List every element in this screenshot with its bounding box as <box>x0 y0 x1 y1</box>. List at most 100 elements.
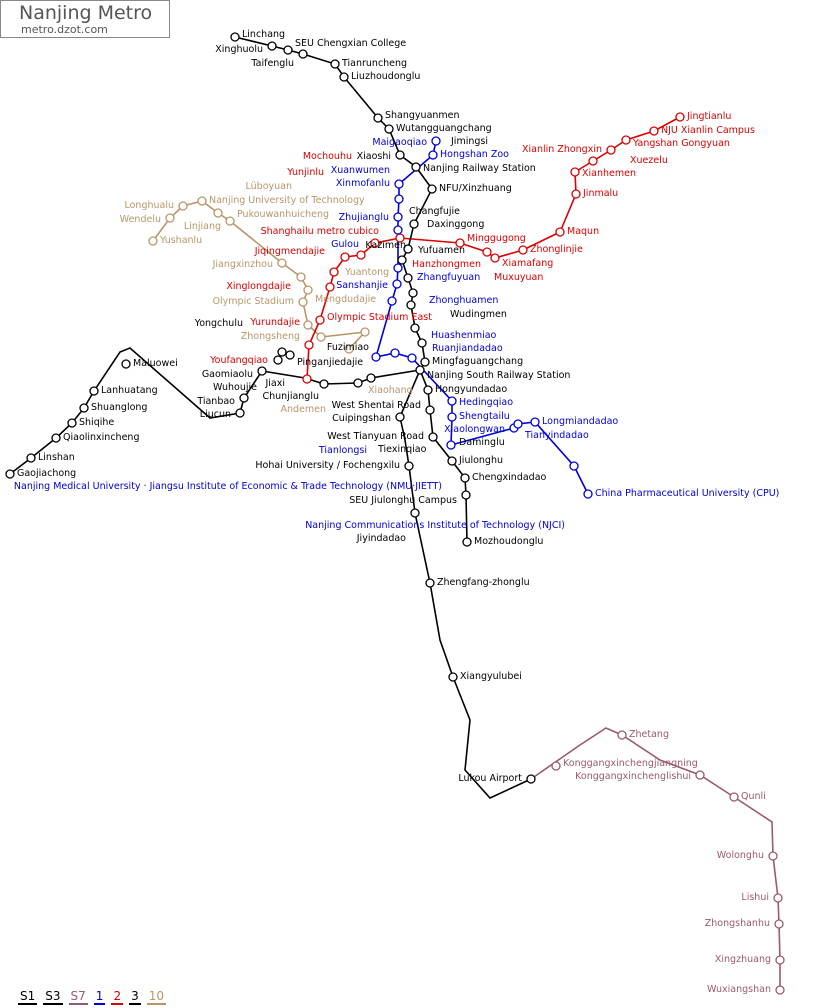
station-marker[interactable] <box>394 194 404 204</box>
station-label[interactable]: Huashenmiao <box>431 330 497 341</box>
station-label[interactable]: Yunjinlu <box>286 167 324 178</box>
station-marker[interactable] <box>371 352 381 362</box>
station-label[interactable]: Jiulonghu <box>458 455 503 466</box>
legend-line-1[interactable]: 1 <box>93 989 106 1005</box>
station-marker[interactable] <box>461 490 471 500</box>
station-marker[interactable] <box>319 379 329 389</box>
station-label[interactable]: Hohai University / Fochengxilu <box>255 460 400 471</box>
station-marker[interactable] <box>518 245 528 255</box>
station-label[interactable]: Nanjing Communications Institute of Tech… <box>305 520 565 531</box>
station-marker[interactable] <box>407 353 417 363</box>
station-marker[interactable] <box>428 150 438 160</box>
station-marker[interactable] <box>121 359 131 369</box>
station-marker[interactable] <box>617 730 627 740</box>
station-marker[interactable] <box>417 338 427 348</box>
station-label[interactable]: Fuzimiao <box>327 342 369 353</box>
station-marker[interactable] <box>526 774 536 784</box>
station-label[interactable]: Qiaolinxincheng <box>63 432 139 443</box>
station-label[interactable]: Zhengfang-zhonglu <box>437 577 530 588</box>
station-label[interactable]: Xingzhuang <box>715 954 771 965</box>
station-label[interactable]: SEU Jiulonghu Campus <box>349 495 457 506</box>
station-label[interactable]: Olympic Stadium <box>213 296 294 307</box>
station-label[interactable]: Hanzhongmen <box>412 259 481 270</box>
station-marker[interactable] <box>410 508 420 518</box>
station-label[interactable]: West Tianyuan Road <box>327 431 424 442</box>
station-marker[interactable] <box>360 327 370 337</box>
station-label[interactable]: Yufuamen <box>417 245 465 256</box>
station-marker[interactable] <box>230 32 240 42</box>
station-label[interactable]: Xiamafang <box>502 258 553 269</box>
station-marker[interactable] <box>490 253 500 263</box>
legend-line-s3[interactable]: S3 <box>43 989 63 1005</box>
station-marker[interactable] <box>406 300 416 310</box>
station-label[interactable]: Zhangfuyuan <box>417 272 480 283</box>
station-marker[interactable] <box>571 189 581 199</box>
station-label[interactable]: Chengxindadao <box>472 472 547 483</box>
station-label[interactable]: Yangshan Gongyuan <box>632 138 730 149</box>
station-label[interactable]: Jingtianlu <box>686 111 731 122</box>
legend-line-s7[interactable]: S7 <box>68 989 88 1005</box>
station-label[interactable]: Xiaolongwan <box>444 424 505 435</box>
station-label[interactable]: Xinglongdajie <box>226 281 291 292</box>
station-marker[interactable] <box>5 469 15 479</box>
station-label[interactable]: Tianlongsi <box>318 445 367 456</box>
station-label[interactable]: Taifenglu <box>250 58 294 69</box>
station-marker[interactable] <box>392 279 402 289</box>
station-marker[interactable] <box>403 244 413 254</box>
station-label[interactable]: Tianyindadao <box>524 430 589 441</box>
station-label[interactable]: Hongshan Zoo <box>440 149 509 160</box>
station-label[interactable]: Gulou <box>331 239 359 250</box>
station-marker[interactable] <box>403 273 413 283</box>
station-label[interactable]: Chunjianglu <box>262 391 319 402</box>
station-marker[interactable] <box>51 433 61 443</box>
station-label[interactable]: Changfujie <box>409 206 460 217</box>
station-marker[interactable] <box>330 59 340 69</box>
station-label[interactable]: Zhonghuamen <box>429 295 498 306</box>
station-label[interactable]: Hedingqiao <box>459 397 513 408</box>
station-label[interactable]: Youfangqiao <box>209 355 268 366</box>
station-marker[interactable] <box>79 403 89 413</box>
station-marker[interactable] <box>447 456 457 466</box>
station-marker[interactable] <box>304 340 314 350</box>
station-marker[interactable] <box>165 213 175 223</box>
station-label[interactable]: Xiaohang <box>368 385 413 396</box>
station-marker[interactable] <box>67 418 77 428</box>
station-label[interactable]: Jiaxi <box>264 378 285 389</box>
station-label[interactable]: Longhualu <box>124 200 174 211</box>
station-marker[interactable] <box>384 124 394 134</box>
station-marker[interactable] <box>148 236 158 246</box>
station-marker[interactable] <box>390 348 400 358</box>
station-marker[interactable] <box>344 344 354 354</box>
station-label[interactable]: Kazimen <box>365 240 406 251</box>
station-marker[interactable] <box>316 332 326 342</box>
station-marker[interactable] <box>213 208 223 218</box>
station-marker[interactable] <box>729 792 739 802</box>
station-marker[interactable] <box>423 385 433 395</box>
station-marker[interactable] <box>257 366 267 376</box>
station-label[interactable]: Pukouwanhuicheng <box>237 209 329 220</box>
station-marker[interactable] <box>26 453 36 463</box>
station-label[interactable]: Konggangxinchenglishui <box>575 771 691 782</box>
station-marker[interactable] <box>425 578 435 588</box>
station-label[interactable]: Konggangxinchengjiangning <box>563 758 698 769</box>
station-marker[interactable] <box>606 145 616 155</box>
station-marker[interactable] <box>302 374 312 384</box>
station-label[interactable]: Zhonglinjie <box>530 244 583 255</box>
station-marker[interactable] <box>404 461 414 471</box>
station-marker[interactable] <box>393 263 403 273</box>
station-label[interactable]: Yurundajie <box>249 317 300 328</box>
station-label[interactable]: Shuanglong <box>91 402 147 413</box>
station-label[interactable]: Maluowei <box>133 358 178 369</box>
station-marker[interactable] <box>675 112 685 122</box>
station-label[interactable]: Wudingmen <box>450 309 507 320</box>
station-label[interactable]: Xuezelu <box>630 155 668 166</box>
station-label[interactable]: Xiangyulubei <box>460 671 522 682</box>
station-label[interactable]: Mochouhu <box>303 151 352 162</box>
station-label[interactable]: Gaomiaolu <box>202 369 253 380</box>
station-label[interactable]: Zhetang <box>629 729 669 740</box>
station-marker[interactable] <box>410 323 420 333</box>
station-marker[interactable] <box>239 393 249 403</box>
station-marker[interactable] <box>325 282 335 292</box>
legend-line-3[interactable]: 3 <box>129 989 141 1005</box>
station-label[interactable]: Shiqihe <box>79 417 114 428</box>
